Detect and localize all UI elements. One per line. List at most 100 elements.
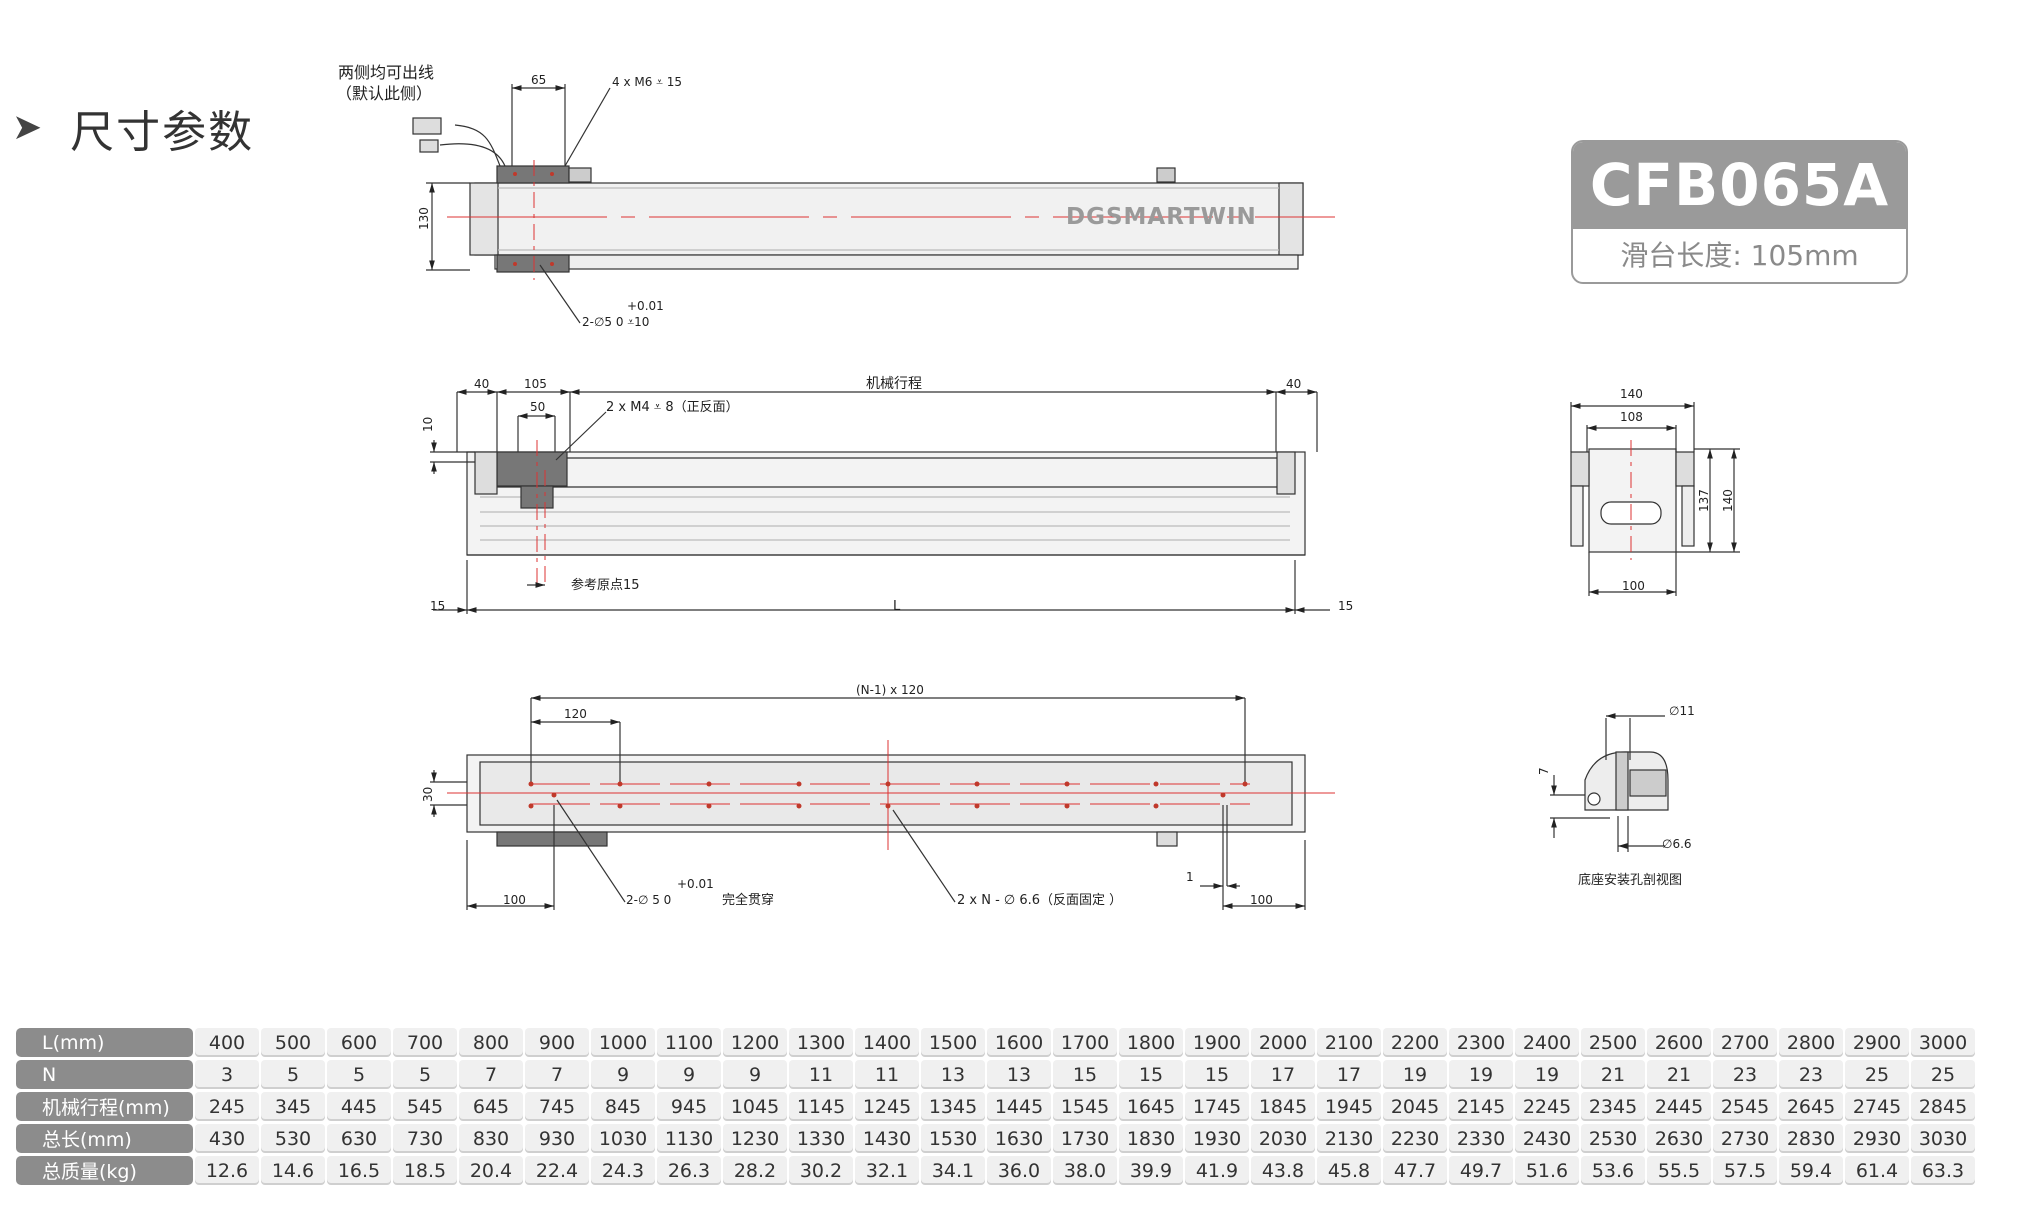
table-cell: 345 — [261, 1092, 325, 1121]
table-cell: 1745 — [1185, 1092, 1249, 1121]
dim-40-right: 40 — [1286, 377, 1301, 391]
table-cell: 11 — [789, 1060, 853, 1089]
table-cell: 7 — [459, 1060, 523, 1089]
top-slider-lower — [496, 254, 570, 273]
table-cell: 7 — [525, 1060, 589, 1089]
table-cell: 1430 — [855, 1124, 919, 1153]
table-cell: 5 — [327, 1060, 391, 1089]
table-cell: 39.9 — [1119, 1156, 1183, 1185]
table-cell: 19 — [1449, 1060, 1513, 1089]
table-cell: 25 — [1911, 1060, 1975, 1089]
row-header: 机械行程(mm) — [16, 1092, 193, 1121]
table-cell: 2100 — [1317, 1028, 1381, 1057]
table-cell: 930 — [525, 1124, 589, 1153]
table-cell: 2130 — [1317, 1124, 1381, 1153]
table-cell: 2930 — [1845, 1124, 1909, 1153]
table-cell: 1730 — [1053, 1124, 1117, 1153]
table-cell: 2730 — [1713, 1124, 1777, 1153]
table-cell: 21 — [1647, 1060, 1711, 1089]
pitch-note: (N-1) x 120 — [856, 683, 924, 697]
table-cell: 17 — [1251, 1060, 1315, 1089]
dim-120: 120 — [564, 707, 587, 721]
table-cell: 57.5 — [1713, 1156, 1777, 1185]
table-cell: 47.7 — [1383, 1156, 1447, 1185]
table-cell: 2200 — [1383, 1028, 1447, 1057]
table-cell: 2530 — [1581, 1124, 1645, 1153]
table-cell: 9 — [591, 1060, 655, 1089]
row-header: N — [16, 1060, 193, 1089]
stroke-label: 机械行程 — [866, 376, 922, 392]
table-cell: 445 — [327, 1092, 391, 1121]
table-cell: 1500 — [921, 1028, 985, 1057]
table-cell: 1900 — [1185, 1028, 1249, 1057]
table-cell: 1600 — [987, 1028, 1051, 1057]
dim-40-left: 40 — [474, 377, 489, 391]
table-cell: 1800 — [1119, 1028, 1183, 1057]
table-cell: 1530 — [921, 1124, 985, 1153]
table-cell: 730 — [393, 1124, 457, 1153]
table-cell: 11 — [855, 1060, 919, 1089]
table-cell: 2645 — [1779, 1092, 1843, 1121]
model-name: CFB065A — [1573, 142, 1906, 229]
slider-length-label: 滑台长度: 105mm — [1620, 239, 1859, 272]
table-cell: 1700 — [1053, 1028, 1117, 1057]
side-view — [430, 389, 1330, 614]
table-cell: 19 — [1515, 1060, 1579, 1089]
table-cell: 2430 — [1515, 1124, 1579, 1153]
table-cell: 2500 — [1581, 1028, 1645, 1057]
section-caption: 底座安装孔剖视图 — [1578, 872, 1682, 888]
table-cell: 13 — [987, 1060, 1051, 1089]
table-cell: 1100 — [657, 1028, 721, 1057]
table-cell: 9 — [657, 1060, 721, 1089]
table-cell: 400 — [195, 1028, 259, 1057]
top-slider-upper — [496, 165, 570, 184]
table-cell: 23 — [1713, 1060, 1777, 1089]
dim-1: 1 — [1186, 870, 1194, 884]
table-cell: 20.4 — [459, 1156, 523, 1185]
table-cell: 2900 — [1845, 1028, 1909, 1057]
table-cell: 34.1 — [921, 1156, 985, 1185]
table-cell: 1000 — [591, 1028, 655, 1057]
end-body — [1588, 448, 1677, 553]
side-body — [466, 451, 1306, 556]
table-cell: 1030 — [591, 1124, 655, 1153]
table-cell: 49.7 — [1449, 1156, 1513, 1185]
table-cell: 9 — [723, 1060, 787, 1089]
table-cell: 1930 — [1185, 1124, 1249, 1153]
table-cell: 245 — [195, 1092, 259, 1121]
table-cell: 800 — [459, 1028, 523, 1057]
table-cell: 900 — [525, 1028, 589, 1057]
table-cell: 1445 — [987, 1092, 1051, 1121]
dim-15-right: 15 — [1338, 599, 1353, 613]
row-header: L(mm) — [16, 1028, 193, 1057]
table-cell: 1630 — [987, 1124, 1051, 1153]
table-cell: 2845 — [1911, 1092, 1975, 1121]
dim-15-left: 15 — [430, 599, 445, 613]
tap-note: 2 x M4 ⩡ 8（正反面） — [606, 400, 739, 415]
table-cell: 745 — [525, 1092, 589, 1121]
origin-note: 参考原点15 — [571, 577, 640, 593]
model-badge: CFB065A 滑台长度: 105mm — [1571, 140, 1908, 284]
table-cell: 1245 — [855, 1092, 919, 1121]
table-cell: 430 — [195, 1124, 259, 1153]
table-cell: 41.9 — [1185, 1156, 1249, 1185]
arrow-marker-icon: ➤ — [12, 107, 43, 148]
table-cell: 2700 — [1713, 1028, 1777, 1057]
section-view — [1550, 713, 1669, 852]
table-cell: 51.6 — [1515, 1156, 1579, 1185]
table-cell: 630 — [327, 1124, 391, 1153]
pin-note: 2-∅5 0 ⩡10 — [582, 315, 649, 329]
table-cell: 3030 — [1911, 1124, 1975, 1153]
table-cell: 2300 — [1449, 1028, 1513, 1057]
table-cell: 53.6 — [1581, 1156, 1645, 1185]
table-cell: 45.8 — [1317, 1156, 1381, 1185]
table-cell: 15 — [1119, 1060, 1183, 1089]
table-cell: 2830 — [1779, 1124, 1843, 1153]
table-cell: 14.6 — [261, 1156, 325, 1185]
dim-10: 10 — [421, 417, 435, 432]
